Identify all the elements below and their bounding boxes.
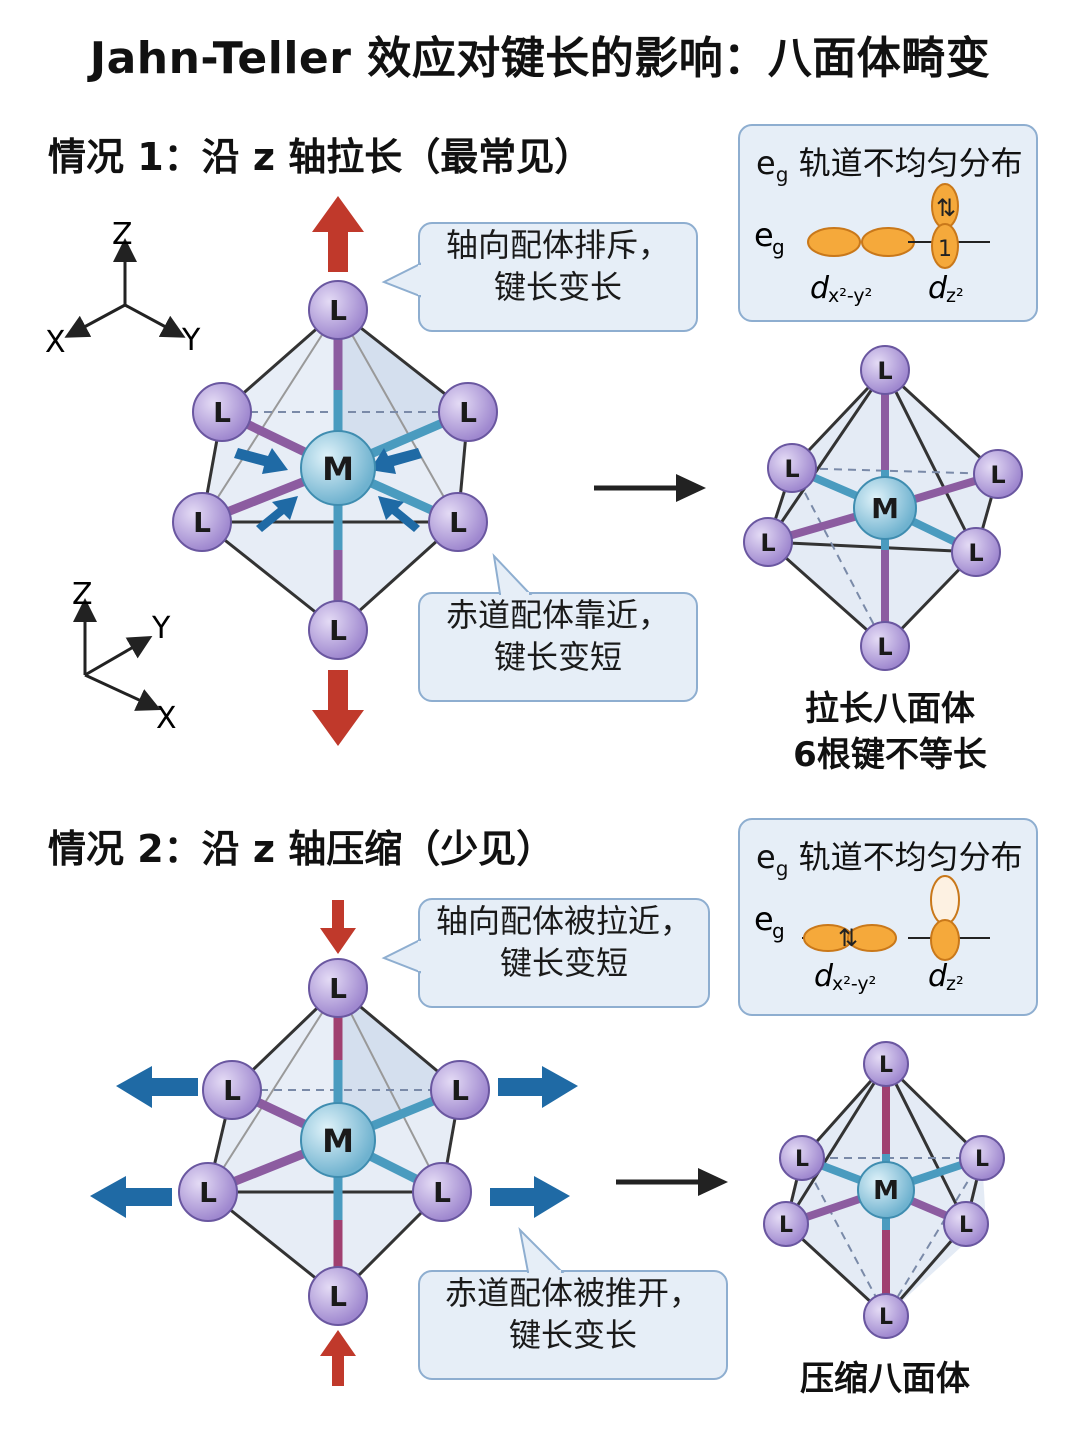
svg-text:⇅: ⇅: [936, 194, 956, 222]
axis-z-label: Z: [112, 217, 133, 252]
red-arrow-down: [320, 900, 356, 954]
panel-title: eg 轨道不均匀分布: [756, 144, 1023, 187]
eg-orbital-diagram-1: e g ⇅ 1 d x²-y² d z²: [754, 183, 990, 307]
svg-text:L: L: [975, 1147, 989, 1172]
caption-compressed: 压缩八面体: [800, 1359, 970, 1399]
axis-triad-2: Z Y X: [72, 577, 177, 736]
axis-y-label: Y: [151, 611, 171, 646]
svg-text:L: L: [223, 1074, 241, 1107]
svg-text:⇅: ⇅: [838, 924, 858, 952]
callout-tail: [492, 552, 533, 596]
svg-text:L: L: [959, 1213, 973, 1238]
ligand-label: L: [459, 396, 477, 429]
axis-z-label: Z: [72, 577, 93, 612]
svg-text:L: L: [879, 1305, 893, 1330]
axis-x-label: X: [156, 701, 177, 736]
svg-text:L: L: [199, 1176, 217, 1209]
svg-text:x²-y²: x²-y²: [832, 973, 876, 995]
eg-orbital-panel-2: eg 轨道不均匀分布: [738, 818, 1038, 1016]
ligand-label: L: [213, 396, 231, 429]
svg-text:L: L: [968, 539, 983, 567]
page-title: Jahn-Teller 效应对键长的影响：八面体畸变: [89, 33, 991, 84]
eg-orbital-diagram-2: e g ⇅ d x²-y² d z²: [754, 875, 990, 995]
svg-text:L: L: [877, 357, 892, 385]
red-arrow-down: [312, 670, 364, 746]
callout-tail: [381, 938, 422, 974]
ligand-label: L: [329, 614, 347, 647]
transition-arrow-2: [616, 1168, 728, 1196]
callout-tail: [518, 1226, 565, 1274]
svg-text:g: g: [772, 919, 785, 943]
case1-heading: 情况 1：沿 z 轴拉长（最常见）: [48, 135, 593, 179]
eg-orbital-panel-1: eg 轨道不均匀分布: [738, 124, 1038, 322]
svg-text:L: L: [877, 633, 892, 661]
octahedron-compressed-result: L L L L L L M: [763, 1041, 1005, 1339]
case2-heading: 情况 2：沿 z 轴压缩（少见）: [48, 827, 555, 871]
svg-text:L: L: [451, 1074, 469, 1107]
ligand-label: L: [193, 506, 211, 539]
ligand-label: L: [449, 506, 467, 539]
svg-text:L: L: [760, 529, 775, 557]
callout-axial-pulled: 轴向配体被拉近，键长变短: [418, 898, 710, 1008]
svg-text:L: L: [329, 972, 347, 1005]
svg-text:d: d: [928, 271, 948, 306]
svg-text:e: e: [754, 216, 774, 254]
octahedron-compressed-main: L L L L L L M: [90, 900, 578, 1386]
svg-text:M: M: [871, 492, 899, 525]
svg-text:x²-y²: x²-y²: [828, 285, 872, 307]
svg-text:z²: z²: [946, 973, 964, 995]
svg-text:e: e: [754, 900, 774, 938]
callout-tail: [381, 262, 422, 298]
callout-equatorial-approach: 赤道配体靠近，键长变短: [418, 592, 698, 702]
panel-title: eg 轨道不均匀分布: [756, 838, 1023, 881]
svg-text:d: d: [810, 271, 830, 306]
axis-triad-1: Z X Y: [45, 217, 201, 360]
svg-text:g: g: [772, 235, 785, 259]
octahedron-elongated-main: L L L L L L M: [172, 196, 498, 746]
svg-text:L: L: [879, 1053, 893, 1078]
red-arrow-up: [312, 196, 364, 272]
svg-text:z²: z²: [946, 285, 964, 307]
svg-text:1: 1: [938, 237, 952, 262]
callout-equatorial-pushed: 赤道配体被推开，键长变长: [418, 1270, 728, 1380]
metal-label: M: [322, 450, 354, 488]
svg-text:L: L: [329, 1280, 347, 1313]
ligand-label: L: [329, 294, 347, 327]
svg-text:M: M: [873, 1176, 899, 1206]
svg-text:d: d: [814, 959, 834, 994]
svg-text:L: L: [779, 1213, 793, 1238]
svg-text:L: L: [990, 461, 1005, 489]
octahedron-elongated-result: L L L L L L M: [743, 345, 1023, 671]
svg-text:L: L: [795, 1147, 809, 1172]
svg-text:L: L: [433, 1176, 451, 1209]
svg-text:L: L: [784, 455, 799, 483]
svg-text:d: d: [928, 959, 948, 994]
svg-text:M: M: [322, 1122, 354, 1160]
axis-x-label: X: [45, 325, 66, 360]
red-arrow-up: [320, 1330, 356, 1386]
transition-arrow-1: [594, 474, 706, 502]
axis-y-label: Y: [181, 323, 201, 358]
callout-axial-repulsion: 轴向配体排斥，键长变长: [418, 222, 698, 332]
